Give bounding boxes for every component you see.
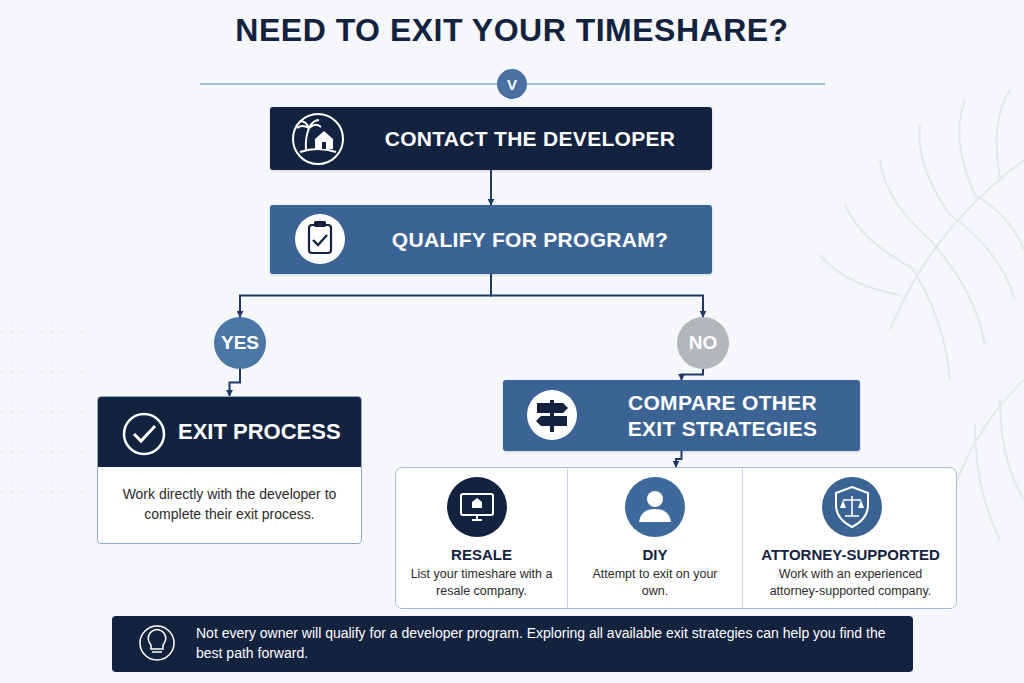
note-band: Not every owner will qualify for a devel… [112, 616, 913, 672]
option-text: Attempt to exit on your own. [578, 566, 732, 600]
card-header: EXIT PROCESS [98, 397, 361, 467]
option-heading: DIY [578, 546, 732, 563]
note-text: Not every owner will qualify for a devel… [196, 624, 895, 663]
box-label: QUALIFY FOR PROGRAM? [392, 227, 668, 252]
card-text: Work directly with the developer to comp… [114, 485, 345, 524]
title-text: NEED TO EXIT YOUR TIMESHARE? [0, 12, 1024, 49]
option-column: RESALE List your timeshare with a resale … [396, 468, 567, 608]
option-heading: ATTORNEY-SUPPORTED [753, 546, 948, 563]
step-marker: V [497, 69, 527, 99]
flow-connector [676, 451, 682, 467]
card-heading: EXIT PROCESS [178, 419, 341, 445]
flow-connector [682, 369, 704, 380]
option-text: Work with an experienced attorney-suppor… [753, 566, 948, 600]
dot-texture [0, 320, 90, 520]
option-text: List your timeshare with a resale compan… [406, 566, 557, 600]
circle-label: YES [221, 332, 259, 354]
process-box: COMPARE OTHER EXIT STRATEGIES [503, 380, 860, 451]
option-column: ATTORNEY-SUPPORTED Work with an experienc… [742, 468, 958, 608]
option-column: DIY Attempt to exit on your own. [567, 468, 742, 608]
flow-connector [230, 369, 241, 396]
circle-label: V [507, 76, 517, 93]
box-label: COMPARE OTHER EXIT STRATEGIES [608, 390, 838, 440]
flow-connector [490, 170, 492, 205]
option-heading: RESALE [406, 546, 557, 563]
options-panel: RESALE List your timeshare with a resale … [395, 467, 957, 609]
circle-label: NO [689, 332, 718, 354]
box-label: CONTACT THE DEVELOPER [385, 126, 676, 151]
no-circle: NO [677, 317, 729, 369]
flow-connector [240, 274, 491, 317]
outcome-card: EXIT PROCESS Work directly with the devel… [97, 396, 362, 544]
process-box: CONTACT THE DEVELOPER [270, 107, 712, 170]
decision-box: QUALIFY FOR PROGRAM? [270, 205, 712, 274]
card-body: Work directly with the developer to comp… [98, 467, 361, 543]
flow-connector [491, 274, 703, 317]
yes-circle: YES [214, 317, 266, 369]
